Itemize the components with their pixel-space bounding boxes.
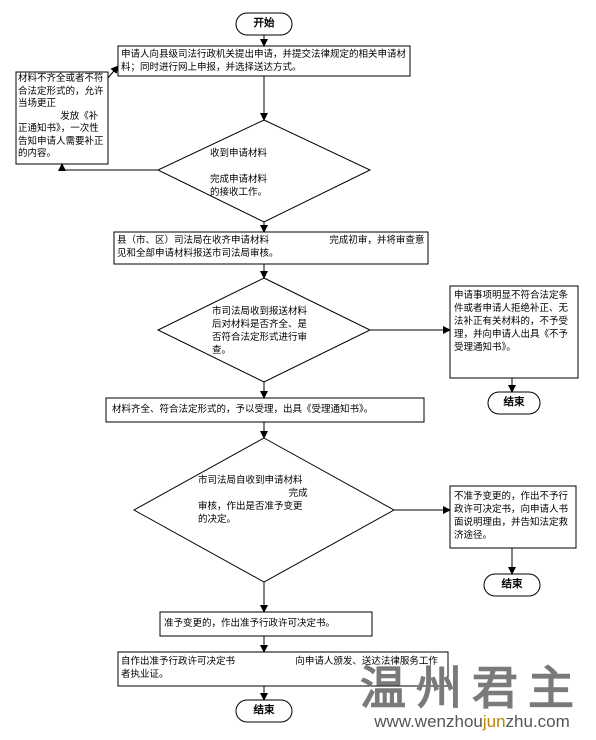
- step2-text: 县（市、区）司法局在收齐申请材料 完成初审，并将审查意见和全部申请材料报送市司法…: [117, 235, 425, 259]
- correction-text: 材料不齐全或者不符合法定形式的，允许当场更正 发放《补正通知书》，一次性告知申请…: [18, 73, 104, 159]
- watermark-logo: 温州君主: [360, 661, 584, 715]
- end3-label: 结束: [253, 704, 275, 716]
- start-label: 开始: [253, 17, 275, 29]
- step5-text: 自作出准予行政许可决定书 向申请人颁发、送达法律服务工作者执业证。: [121, 656, 438, 680]
- reject2-text: 不准予变更的，作出不予行政许可决定书，向申请人书面说明理由，并告知法定救济途径。: [454, 491, 569, 541]
- step3-text: 材料齐全、符合法定形式的，予以受理，出具《受理通知书》。: [112, 404, 374, 415]
- reject1-text: 申请事项明显不符合法定条件或者申请人拒绝补正、无法补正有关材料的，不予受理，并向…: [454, 290, 569, 353]
- end1-terminator: [487, 391, 541, 415]
- step4-box: [159, 611, 373, 637]
- decision2-text: 市司法局收到报送材料后对材料是否齐全、是否符合法定形式进行审查。: [212, 306, 308, 356]
- decision3-text: 市司法局自收到申请材料 完成 审核，作出是否准予变更 的决定。: [198, 475, 308, 525]
- step1-box: [117, 45, 411, 77]
- step3-box: [105, 397, 425, 423]
- decision1-text: 收到申请材料 完成申请材料 的接收工作。: [210, 148, 268, 198]
- end2-terminator: [483, 573, 541, 597]
- reject1-box: [449, 285, 579, 379]
- step4-text: 准予变更的，作出准予行政许可决定书。: [164, 618, 336, 629]
- step2-box: [113, 231, 429, 265]
- step5-box: [117, 651, 449, 687]
- end2-label: 结束: [501, 578, 523, 590]
- step1-text: 申请人向县级司法行政机关提出申请，并提交法律规定的相关申请材料；同时进行网上申报…: [121, 49, 407, 73]
- end1-label: 结束: [503, 396, 525, 408]
- watermark-url: www.wenzhoujunzhu.com: [374, 712, 570, 731]
- end3-terminator: [235, 699, 293, 723]
- reject2-box: [449, 485, 577, 549]
